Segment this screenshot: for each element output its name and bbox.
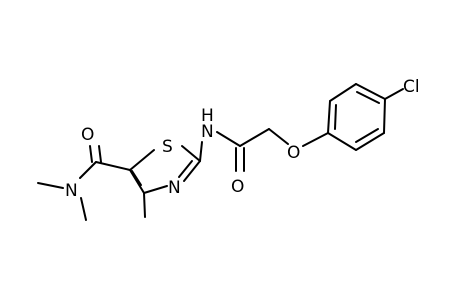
bond-n-ch3b <box>80 197 87 221</box>
bond-ar4-cl <box>384 88 404 100</box>
atom-o-acyl: O <box>231 177 244 197</box>
bond-c5-s <box>129 149 155 171</box>
bond-ar3-ar4 <box>355 83 386 100</box>
bond-ar3-ar4-inner <box>356 91 380 104</box>
bond-carbonyl-c-o-2 <box>98 145 102 163</box>
bond-nh-acyl-c <box>216 131 241 147</box>
bond-c2-nh <box>199 141 203 162</box>
atom-n-dimethyl: N <box>65 181 78 201</box>
atom-o-amide: O <box>81 125 94 145</box>
atom-o-ether: O <box>287 143 300 163</box>
bond-carbonyl-c-c5 <box>95 161 131 171</box>
bond-c2-n3-outer <box>183 160 201 182</box>
bond-n-carbonyl-c <box>79 161 97 179</box>
bond-ar2-ar3 <box>329 83 357 102</box>
bond-ar5-ar6 <box>355 132 385 151</box>
bond-c4-methyl <box>143 192 146 218</box>
bond-c4-c5-inner <box>131 170 142 186</box>
atom-nh-hydrogen: H <box>201 106 214 126</box>
bond-ar5-ar6-inner <box>355 128 379 143</box>
bond-ch2-o <box>268 128 289 145</box>
bond-carbonyl-c-o-1 <box>89 145 93 163</box>
atom-nh-nitrogen: N <box>201 122 214 142</box>
bond-o-ring <box>302 132 329 147</box>
atom-chlorine: Cl <box>403 77 420 97</box>
bond-ar4-ar5 <box>383 98 386 134</box>
atom-n-ring: N <box>168 178 181 198</box>
bond-ar1-ar2-inner <box>334 104 337 130</box>
bond-s-c2 <box>181 145 201 162</box>
bond-layer <box>37 83 404 221</box>
bond-acyl-c-ch2 <box>239 128 270 147</box>
bond-ar1-ar2 <box>327 100 331 134</box>
bond-c2-n3-inner <box>178 160 193 178</box>
atom-s-ring: S <box>162 137 173 157</box>
bond-ch3a-n <box>37 182 64 189</box>
bond-n3-c4 <box>143 185 168 194</box>
bond-c4-c5-outer <box>129 169 145 194</box>
bond-ar6-ar1 <box>327 132 357 151</box>
atom-label-layer: O N S N N H O O Cl <box>65 77 420 201</box>
